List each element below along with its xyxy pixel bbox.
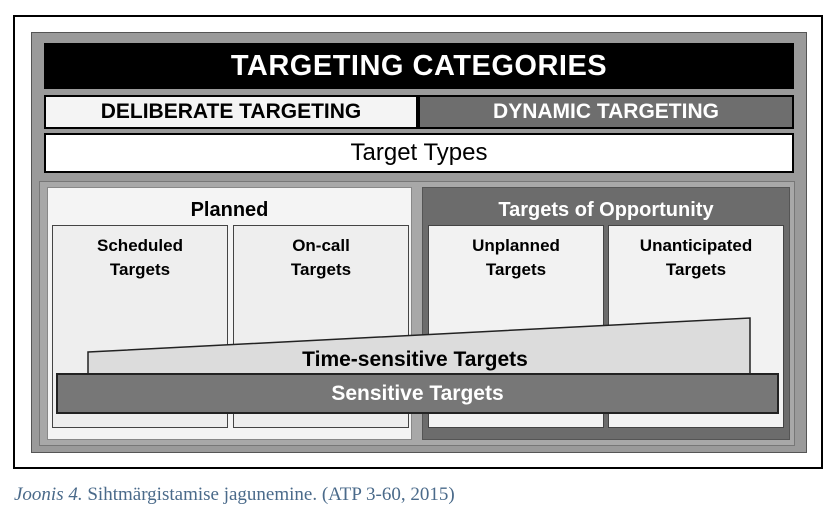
cell-label-line1: On-call	[292, 236, 350, 255]
cell-label-line2: Targets	[665, 260, 727, 279]
cell-label-line1: Unplanned	[472, 236, 560, 255]
cell-label-line2: Targets	[290, 260, 352, 279]
cell-label-line1: Scheduled	[97, 236, 183, 255]
figure-caption: Joonis 4. Sihtmärgistamise jagunemine. (…	[14, 484, 455, 506]
target-types-label: Target Types	[44, 133, 794, 173]
deliberate-targeting-label: DELIBERATE TARGETING	[44, 95, 418, 129]
planned-title: Planned	[190, 199, 269, 221]
cell-label-line2: Targets	[485, 260, 547, 279]
time-sensitive-label: Time-sensitive Targets	[302, 348, 528, 371]
dynamic-targeting-label: DYNAMIC TARGETING	[418, 95, 794, 129]
caption-text: Sihtmärgistamise jagunemine. (ATP 3-60, …	[82, 484, 455, 505]
opportunity-title: Targets of Opportunity	[498, 199, 714, 221]
cell-label-line1: Unanticipated	[639, 236, 753, 255]
caption-figure-label: Joonis 4.	[14, 484, 83, 505]
cell-label-line2: Targets	[109, 260, 171, 279]
diagram-title: TARGETING CATEGORIES	[44, 43, 794, 89]
sensitive-targets-band: Sensitive Targets	[56, 373, 779, 414]
